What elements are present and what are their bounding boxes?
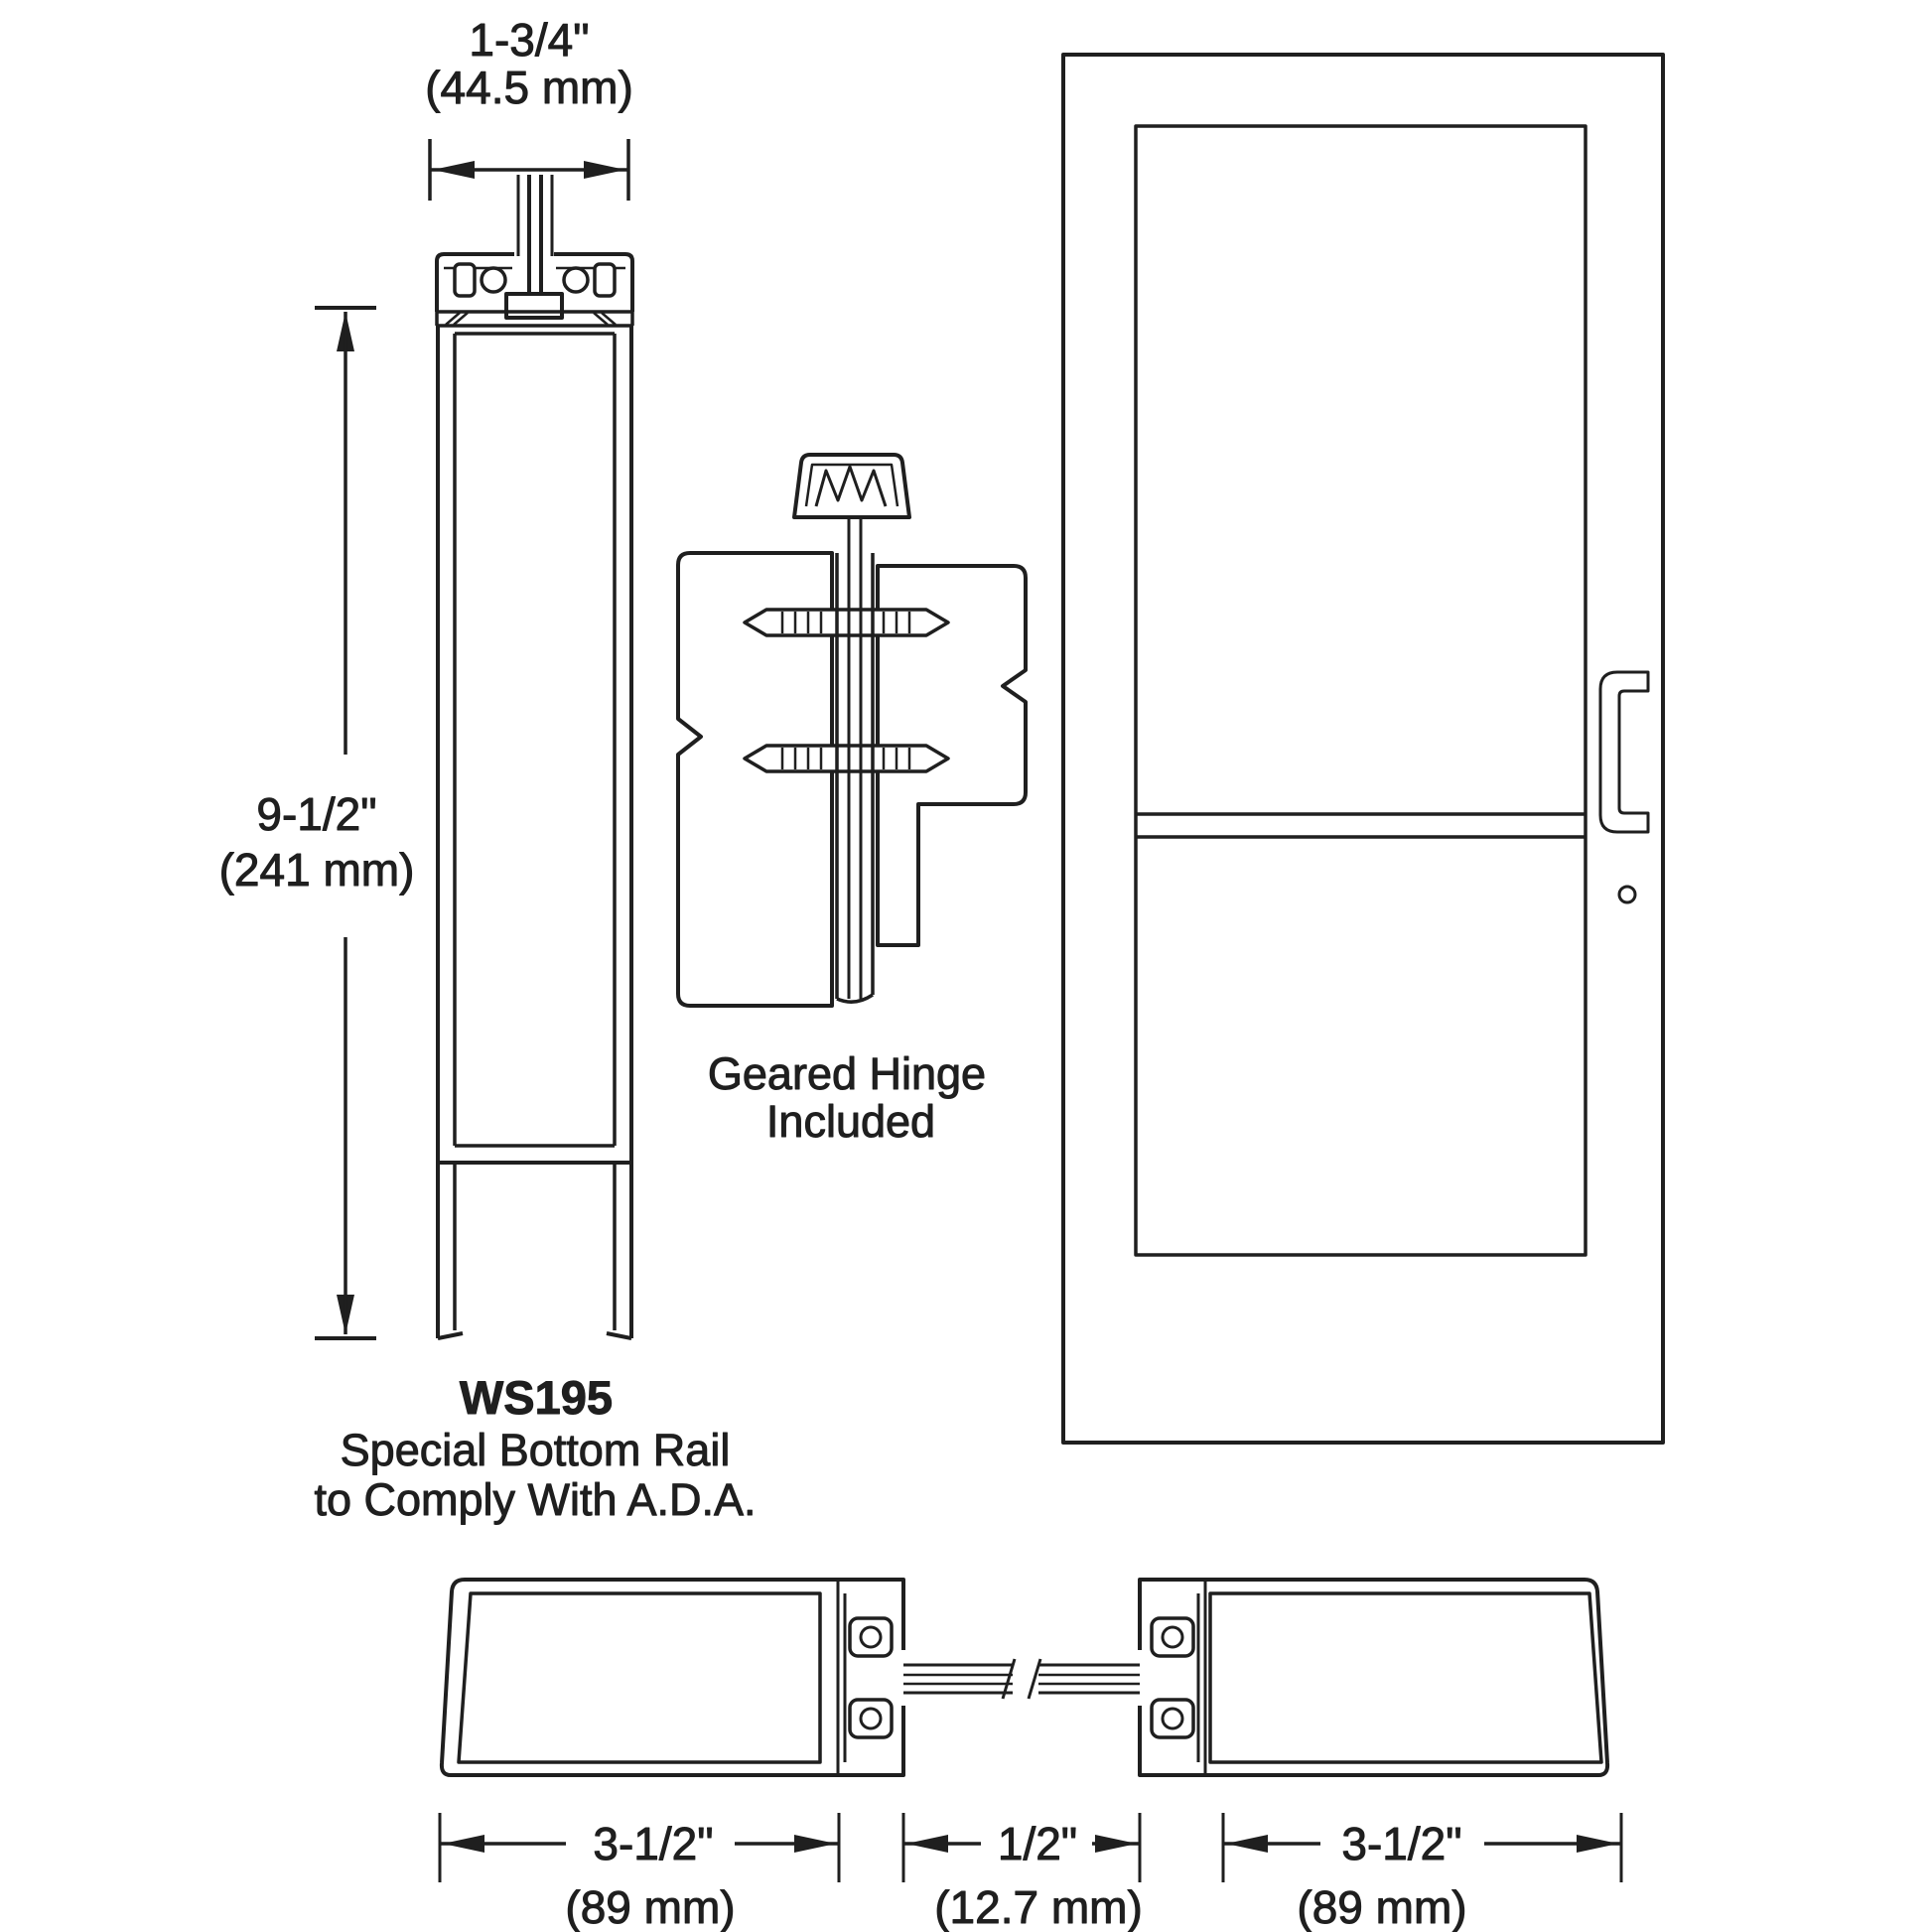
horizontal-section-figure: 3-1/2" (89 mm) 1/2" (12.7 mm) 3-1/2" (89… <box>438 1578 1623 1932</box>
rail-body-inner <box>453 332 617 1146</box>
hinge-left-frame-block <box>676 551 834 1008</box>
rail-body-outer <box>436 326 633 1163</box>
clamp-bracket-left <box>453 262 477 298</box>
door-glass-opening <box>1134 124 1587 1257</box>
glass-edge-lines <box>516 175 554 256</box>
hinge-leaf-bottom <box>836 993 874 1004</box>
door-cylinder-lock-icon <box>1617 885 1637 904</box>
glass-dimension: 1/2" (12.7 mm) <box>901 1813 1143 1932</box>
hinge-right-door-block <box>876 564 1028 947</box>
rail-caption-line2: to Comply With A.D.A. <box>314 1474 756 1525</box>
clamp-screw-left-icon <box>480 266 507 294</box>
door-panel <box>1061 53 1665 1445</box>
rail-width-mm-label: (44.5 mm) <box>425 62 633 113</box>
rail-width-inches-label: 1-3/4" <box>469 14 589 66</box>
section-right-stile <box>1138 1578 1610 1777</box>
rail-leg-inner-lines <box>453 1163 617 1330</box>
hinge-gear-teeth <box>814 465 888 507</box>
hinge-caption-line1: Geared Hinge <box>708 1048 986 1099</box>
clamp-bracket-right <box>593 262 617 298</box>
geared-hinge-figure: Geared Hinge Included <box>676 453 1028 1148</box>
right-stile-inches-label: 3-1/2" <box>1341 1818 1461 1869</box>
door-pull-handle <box>1598 670 1650 834</box>
rail-caption-line1: Special Bottom Rail <box>341 1425 731 1475</box>
bottom-rail-section-figure: 1-3/4" (44.5 mm) 9-1/2" <box>218 14 757 1526</box>
weatherstrip-band <box>435 310 634 328</box>
rail-height-mm-label: (241 mm) <box>219 844 415 896</box>
right-stile-dimension: 3-1/2" (89 mm) <box>1221 1813 1623 1932</box>
glass-break-marks <box>1001 1658 1042 1700</box>
left-stile-mm-label: (89 mm) <box>565 1881 735 1932</box>
rail-leg-outer-lines <box>436 1163 633 1338</box>
rail-height-inches-label: 9-1/2" <box>256 788 376 840</box>
section-left-stile <box>439 1578 905 1777</box>
hinge-leaf-inner-lines <box>847 517 863 999</box>
glass-mm-label: (12.7 mm) <box>934 1881 1143 1932</box>
door-elevation-figure <box>1061 53 1665 1445</box>
hinge-screw-bottom <box>743 744 950 773</box>
glass-inches-label: 1/2" <box>998 1818 1077 1869</box>
width-arrow-left-icon <box>433 161 475 179</box>
hinge-leaf-outer-lines <box>835 553 875 999</box>
left-stile-dimension: 3-1/2" (89 mm) <box>438 1813 841 1932</box>
hinge-gear-cap <box>792 453 911 519</box>
glass-center-lines <box>527 175 543 298</box>
hinge-screw-top <box>743 608 950 637</box>
right-stile-mm-label: (89 mm) <box>1297 1881 1466 1932</box>
weatherstrip-ticks <box>445 312 617 326</box>
left-stile-inches-label: 3-1/2" <box>593 1818 713 1869</box>
height-ticks <box>315 306 376 1340</box>
glazing-block <box>504 292 564 320</box>
section-glass <box>864 1658 1179 1700</box>
hinge-caption-line2: Included <box>766 1096 935 1147</box>
clamp-screw-right-icon <box>562 266 590 294</box>
hinge-gear-cap-inner <box>804 463 899 507</box>
width-arrow-right-icon <box>584 161 625 179</box>
rail-feet <box>437 1331 632 1340</box>
part-number-label: WS195 <box>460 1371 613 1424</box>
clamp-outline <box>435 252 634 312</box>
